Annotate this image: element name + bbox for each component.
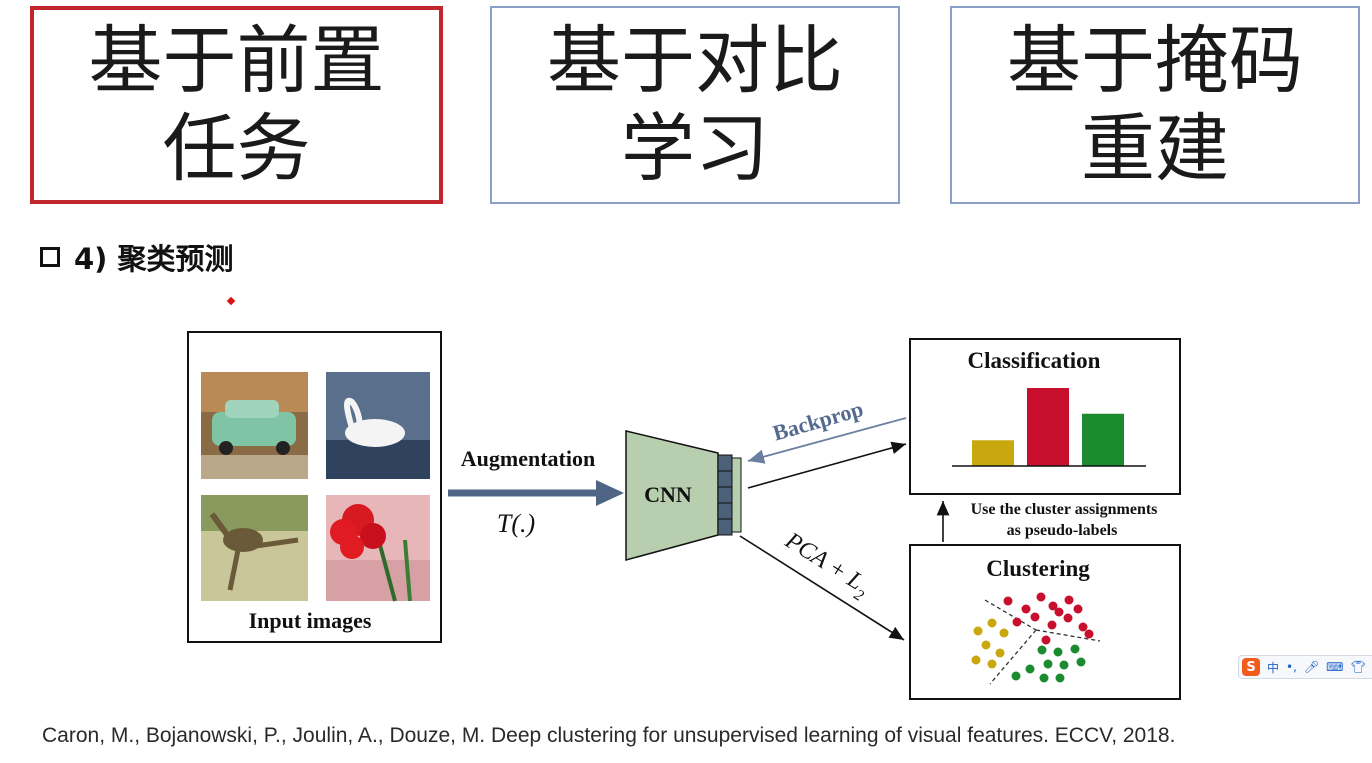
cluster-point-red xyxy=(1030,612,1040,622)
pseudo-label-text-1: Use the cluster assignments xyxy=(971,501,1158,518)
cluster-point-green xyxy=(1053,647,1063,657)
arrow-to-clustering xyxy=(739,535,905,641)
cluster-point-red xyxy=(1084,629,1094,639)
category-masked-reconstruction: 基于掩码重建 xyxy=(950,6,1360,204)
ime-logo-icon[interactable]: S xyxy=(1242,658,1260,676)
cluster-point-red xyxy=(1078,622,1088,632)
pca-label: PCA + L2 xyxy=(777,527,875,605)
classification-bar xyxy=(1082,413,1124,466)
cluster-point-red xyxy=(1036,592,1046,602)
checkbox-bullet-icon xyxy=(40,247,60,267)
shirt-icon[interactable]: 👕︎ xyxy=(1350,660,1366,674)
cluster-point-red xyxy=(1073,604,1083,614)
section-heading: 4) 聚类预测 xyxy=(40,236,234,278)
kangaroo-photo xyxy=(201,495,308,601)
category-pretext-task: 基于前置任务 xyxy=(30,6,443,204)
category-line: 任务 xyxy=(162,106,311,192)
category-line: 重建 xyxy=(1081,106,1229,192)
classification-bar xyxy=(1027,388,1069,466)
cluster-point-yellow xyxy=(981,640,991,650)
cluster-point-red xyxy=(1041,635,1051,645)
input-images-label: Input images xyxy=(249,608,372,633)
augmentation-arrow-head xyxy=(596,480,624,506)
cluster-point-green xyxy=(1043,659,1053,669)
backprop-arrow xyxy=(747,417,907,464)
red-flower-photo xyxy=(326,495,430,602)
feature-vector xyxy=(717,454,742,536)
swan-photo xyxy=(326,372,430,479)
arrow-to-classification xyxy=(747,441,907,489)
cluster-point-red xyxy=(1047,620,1057,630)
cluster-point-green xyxy=(1059,660,1069,670)
cluster-point-yellow xyxy=(987,618,997,628)
ime-punctuation-toggle[interactable]: •, xyxy=(1286,660,1297,674)
cluster-boundaries xyxy=(984,599,1101,685)
cluster-point-yellow xyxy=(995,648,1005,658)
cluster-point-red xyxy=(1003,596,1013,606)
cluster-point-green xyxy=(1025,664,1035,674)
cluster-point-red xyxy=(1021,604,1031,614)
cluster-point-red xyxy=(1064,595,1074,605)
section-heading-text: 4) 聚类预测 xyxy=(74,242,234,276)
ime-toolbar[interactable]: S 中 •, 🎤︎ ⌨ 👕︎ xyxy=(1238,655,1372,679)
cluster-point-red xyxy=(1048,601,1058,611)
citation: Caron, M., Bojanowski, P., Joulin, A., D… xyxy=(42,724,1176,747)
cluster-point-red xyxy=(1063,613,1073,623)
mic-icon[interactable]: 🎤︎ xyxy=(1303,660,1320,674)
backprop-label: Backprop xyxy=(770,396,866,446)
cluster-point-green xyxy=(1070,644,1080,654)
cluster-point-green xyxy=(1055,673,1065,683)
augmentation-label: Augmentation xyxy=(461,446,595,471)
pca-text: PCA + L xyxy=(780,527,868,595)
transform-label: T(.) xyxy=(497,509,535,538)
category-line: 基于前置 xyxy=(88,18,385,104)
cnn-label: CNN xyxy=(644,482,692,507)
car-photo xyxy=(201,372,308,479)
clustering-title: Clustering xyxy=(986,556,1090,581)
cluster-point-green xyxy=(1011,671,1021,681)
cluster-point-yellow xyxy=(971,655,981,665)
category-line: 基于掩码 xyxy=(1007,18,1303,104)
cluster-point-green xyxy=(1037,645,1047,655)
cluster-point-green xyxy=(1076,657,1086,667)
svg-text:PCA + L2: PCA + L2 xyxy=(777,527,875,605)
pseudo-label-text-2: as pseudo-labels xyxy=(1007,522,1118,539)
cluster-point-green xyxy=(1039,673,1049,683)
cluster-points xyxy=(971,592,1094,683)
keyboard-icon[interactable]: ⌨ xyxy=(1326,660,1344,674)
cluster-point-yellow xyxy=(999,628,1009,638)
clustering-panel xyxy=(909,544,1181,700)
category-contrastive: 基于对比学习 xyxy=(490,6,900,204)
cluster-point-red xyxy=(1054,607,1064,617)
classification-bar xyxy=(972,440,1014,466)
category-line: 学习 xyxy=(621,106,769,192)
cluster-point-yellow xyxy=(973,626,983,636)
category-line: 基于对比 xyxy=(547,18,843,104)
classification-title: Classification xyxy=(968,348,1101,373)
ime-mode-toggle[interactable]: 中 xyxy=(1267,660,1280,675)
cluster-point-yellow xyxy=(987,659,997,669)
cluster-point-red xyxy=(1012,617,1022,627)
classification-bars xyxy=(972,388,1124,466)
